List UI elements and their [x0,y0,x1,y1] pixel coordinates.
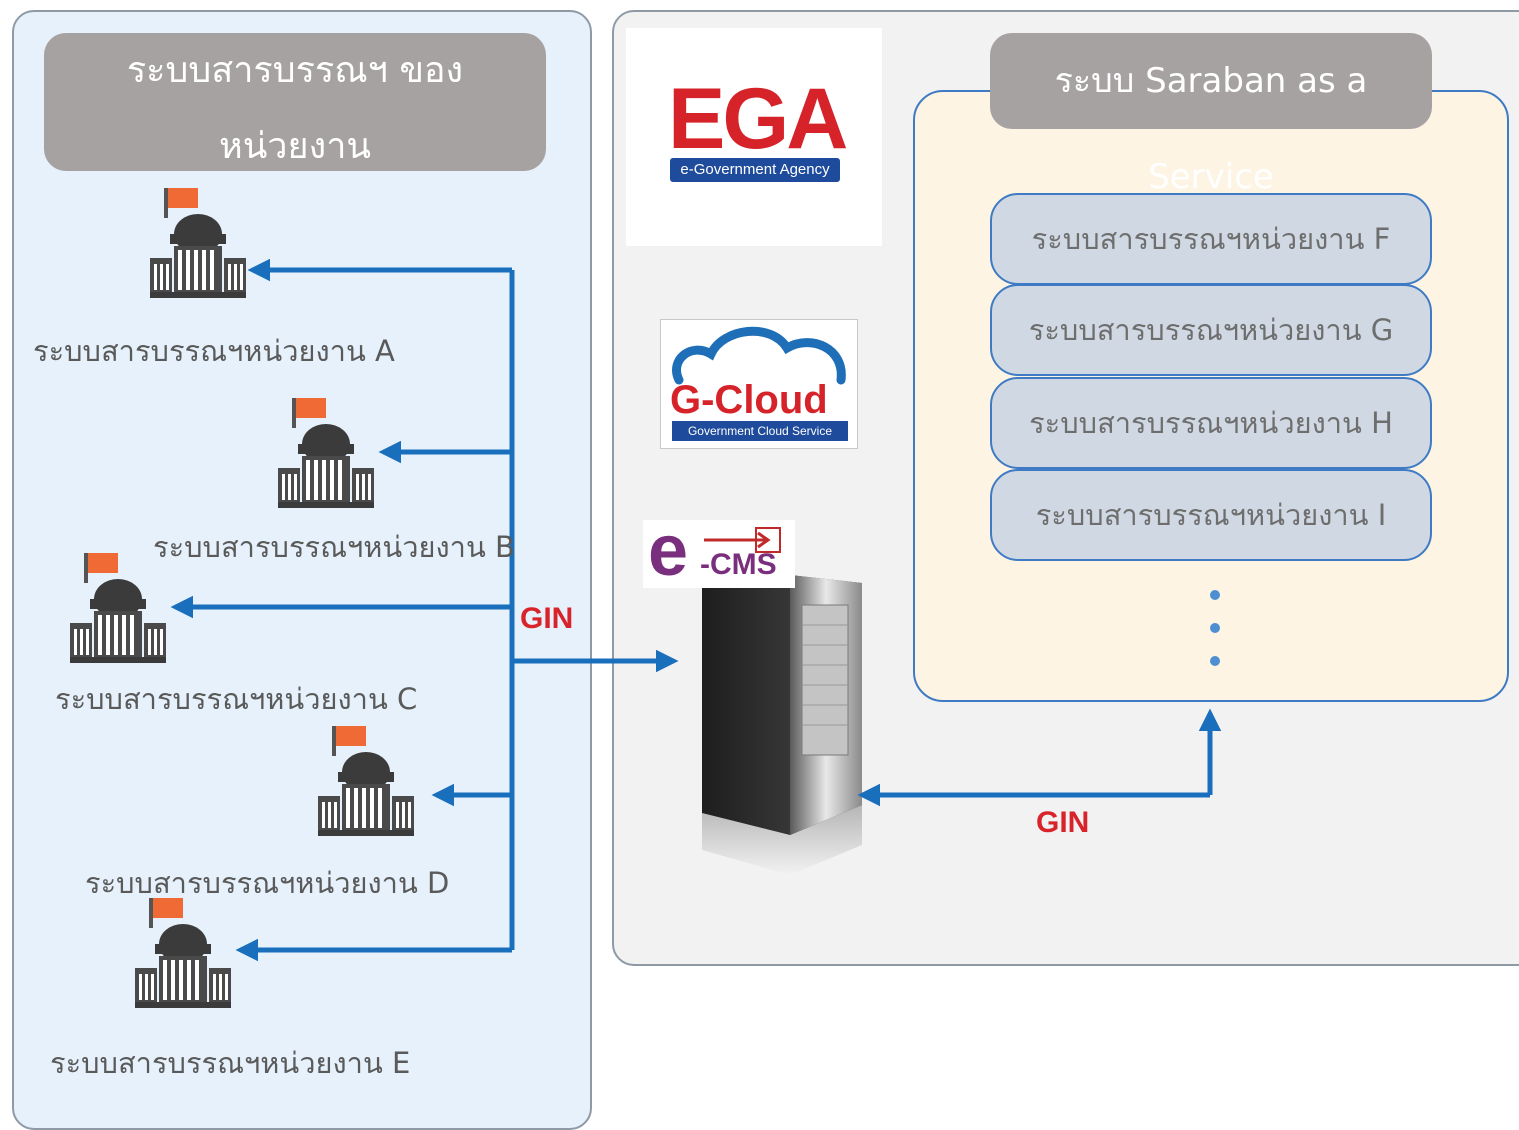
agency-label-e: ระบบสารบรรณฯหน่วยงาน E [50,1046,411,1080]
gin-label-right: GIN [1036,806,1090,839]
agency-systems-title-line1: ระบบสารบรรณฯ ของ [126,50,464,91]
e-cms-logo-e: e [648,511,689,591]
g-cloud-logo-text: G-Cloud [670,378,828,422]
government-building-icon [70,553,166,663]
agency-label-d: ระบบสารบรรณฯหน่วยงาน D [85,866,450,900]
ega-logo [626,28,882,246]
ellipsis-dot [1210,623,1220,633]
ellipsis-dot [1210,590,1220,600]
agency-label-b: ระบบสารบรรณฯหน่วยงาน B [153,530,515,564]
ega-logo-subtitle: e-Government Agency [670,158,840,182]
service-item-i: ระบบสารบรรณฯหน่วยงาน I [990,469,1432,561]
ega-logo-text: EGA [668,71,848,167]
server-icon [702,575,862,875]
e-cms-logo-text: -CMS [700,548,777,581]
service-item-h: ระบบสารบรรณฯหน่วยงาน H [990,377,1432,469]
g-cloud-logo-subtitle: Government Cloud Service [672,421,848,441]
cloud-icon [672,326,846,385]
e-cms-logo [643,520,795,588]
agency-label-c: ระบบสารบรรณฯหน่วยงาน C [55,682,418,716]
agency-systems-title: ระบบสารบรรณฯ ของ หน่วยงาน [44,33,546,171]
government-building-icon [150,188,246,298]
agency-systems-title-line2: หน่วยงาน [218,126,372,167]
government-building-icon [278,398,374,508]
agency-label-a: ระบบสารบรรณฯหน่วยงาน A [33,334,395,368]
service-item-g: ระบบสารบรรณฯหน่วยงาน G [990,284,1432,376]
saraban-service-title: ระบบ Saraban as a Service [990,33,1432,197]
government-building-icon [135,898,231,1008]
gin-label-left: GIN [520,602,574,635]
government-building-icon [318,726,414,836]
ellipsis-dot [1210,656,1220,666]
e-cms-arrow-icon [704,527,781,553]
